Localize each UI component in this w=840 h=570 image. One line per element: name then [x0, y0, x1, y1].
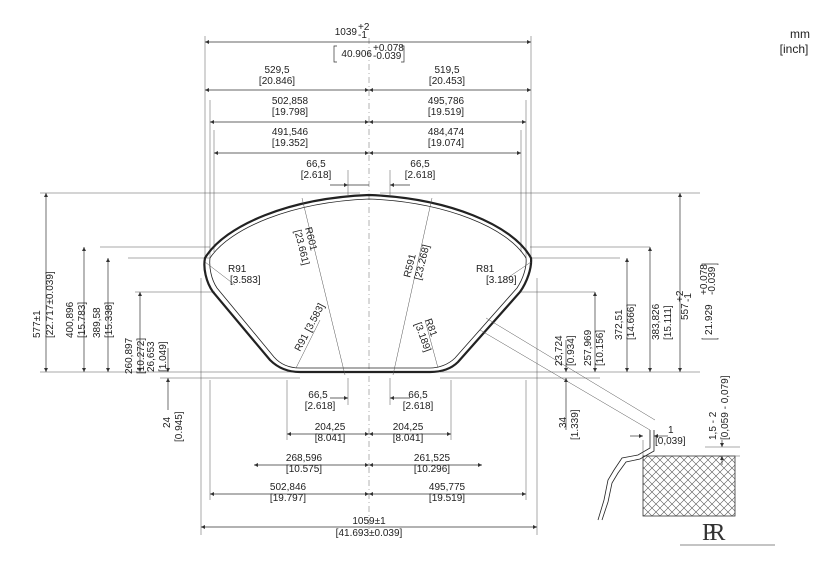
dim-665-left-top-inch: [2.618]: [301, 170, 332, 181]
dim-557-mm: 557: [680, 303, 691, 320]
dim-484474-mm: 484,474: [428, 127, 465, 138]
dim-34-mm: 34: [558, 416, 569, 428]
right-dimension-lines: [563, 193, 683, 430]
dim-665-right-bottom-mm: 66,5: [408, 390, 428, 401]
dim-261525-inch: [10.296]: [414, 464, 450, 475]
dim-38958-mm: 389,58: [92, 307, 103, 338]
dim-519-inch: [20.453]: [429, 76, 465, 87]
dim-260897-inch: [10.272]: [136, 338, 147, 374]
dim-257969-inch: [10.156]: [595, 330, 606, 366]
dim-495775-mm: 495,775: [429, 482, 466, 493]
radius-r81-top-mm: R81: [476, 264, 495, 275]
sink-inner-outline: [209, 198, 527, 369]
dim-overall-top-tol-plus: +2: [358, 22, 370, 33]
dim-24-mm: 24: [162, 416, 173, 428]
dim-20425-right-mm: 204,25: [393, 422, 424, 433]
dim-665-right-top-mm: 66,5: [410, 159, 430, 170]
radius-leaders: [204, 197, 656, 431]
bottom-dimension-lines: [201, 395, 537, 530]
dim-502858-mm: 502,858: [272, 96, 309, 107]
dim-38958-inch: [15.338]: [104, 302, 115, 338]
dim-1059-mm: 1059±1: [352, 516, 386, 527]
dim-overall-top-inch: 40.906: [341, 49, 372, 60]
dim-21929-inch: 21.929: [704, 304, 715, 335]
pr-logo-text: PR: [702, 520, 725, 546]
dim-268596-mm: 268,596: [286, 453, 323, 464]
dim-665-right-top-inch: [2.618]: [405, 170, 436, 181]
dim-23724-inch: [0.934]: [566, 335, 577, 366]
dim-665-left-bottom-mm: 66,5: [308, 390, 328, 401]
dim-383826-mm: 383,826: [651, 303, 662, 340]
dim-21929-tol-minus: -0.039: [707, 266, 718, 295]
dim-665-right-bottom-inch: [2.618]: [403, 401, 434, 412]
dim-577-inch: [22.717±0.039]: [45, 271, 56, 338]
dim-557-tol-plus: +2: [675, 290, 686, 302]
dim-502846-mm: 502,846: [270, 482, 307, 493]
dim-20425-right-inch: [8.041]: [393, 433, 424, 444]
dim-491546-mm: 491,546: [272, 127, 309, 138]
dim-502846-inch: [19.797]: [270, 493, 306, 504]
detail-gap-mm: 1: [668, 425, 674, 436]
dim-34-inch: [1.339]: [570, 409, 581, 440]
dim-37251-inch: [14.666]: [626, 304, 637, 340]
dim-257969-mm: 257,969: [583, 329, 594, 366]
dim-overall-top-itol-minus: -0.039: [373, 51, 402, 62]
dim-261525-mm: 261,525: [414, 453, 451, 464]
dim-23724-mm: 23,724: [554, 335, 565, 366]
dim-502858-inch: [19.798]: [272, 107, 308, 118]
dim-overall-top-tol-minus: -1: [358, 30, 367, 41]
dim-557-tol-minus: -1: [683, 293, 694, 302]
dim-495775-inch: [19.519]: [429, 493, 465, 504]
detail-gap-inch: [0,039]: [655, 436, 686, 447]
top-dimension-lines: [205, 39, 531, 188]
detail-thickness-inch: [0,059 - 0,079]: [720, 375, 731, 440]
radius-r91-bottom-inch: [3.583]: [303, 302, 327, 334]
radius-r91-top-inch: [3.583]: [230, 275, 261, 286]
detail-thickness-mm: 1,5 - 2: [708, 411, 719, 440]
unit-mm: mm: [790, 27, 810, 41]
dim-260897-mm: 260,897: [124, 337, 135, 374]
dim-495786-mm: 495,786: [428, 96, 465, 107]
dim-577-mm: 577±1: [32, 310, 43, 338]
section-detail: [597, 430, 740, 521]
dim-overall-top-mm: 1039: [335, 27, 358, 38]
dim-21929-tol-plus: +0.078: [699, 264, 710, 295]
dim-overall-top-itol-plus: +0.078: [373, 43, 404, 54]
dim-519-mm: 519,5: [434, 65, 459, 76]
overall-top-brackets: [333, 45, 405, 63]
dim-529-inch: [20.846]: [259, 76, 295, 87]
left-dimension-lines: [43, 193, 171, 410]
radius-r91-top-mm: R91: [228, 264, 247, 275]
dim-1059-inch: [41.693±0.039]: [336, 528, 403, 539]
pr-logo: PR: [680, 520, 775, 546]
dim-484474-inch: [19.074]: [428, 138, 464, 149]
dim-20425-left-inch: [8.041]: [315, 433, 346, 444]
dim-400896-inch: [15.783]: [77, 302, 88, 338]
dim-268596-inch: [10.575]: [286, 464, 322, 475]
dim-665-left-top-mm: 66,5: [306, 159, 326, 170]
extension-lines: [40, 36, 700, 535]
dim-26653-inch: [1.049]: [158, 341, 169, 372]
sink-outline: [203, 193, 533, 374]
dim-491546-inch: [19.352]: [272, 138, 308, 149]
dim-24-inch: [0.945]: [174, 411, 185, 442]
unit-inch: [inch]: [780, 42, 809, 56]
dim-665-left-bottom-inch: [2.618]: [305, 401, 336, 412]
dim-383826-inch: [15.111]: [663, 305, 674, 340]
dim-495786-inch: [19.519]: [428, 107, 464, 118]
dim-26653-mm: 26,653: [146, 341, 157, 372]
dim-400896-mm: 400,896: [65, 301, 76, 338]
radius-r81-top-inch: [3.189]: [486, 275, 517, 286]
dim-37251-mm: 372,51: [614, 309, 625, 340]
dim-529-mm: 529,5: [264, 65, 289, 76]
dim-20425-left-mm: 204,25: [315, 422, 346, 433]
